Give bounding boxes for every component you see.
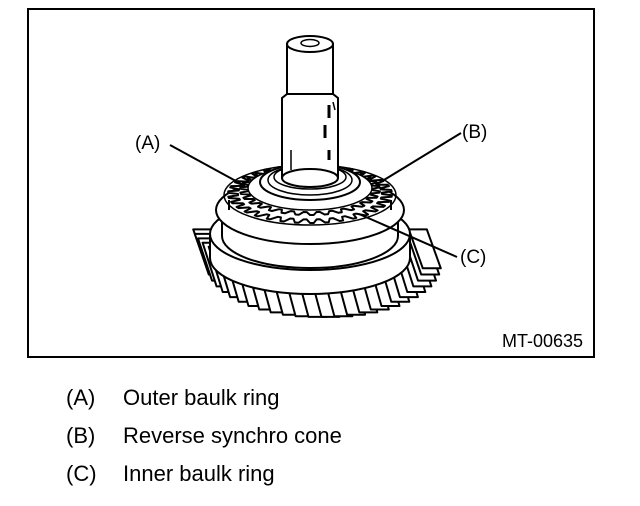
leader-lines [169, 132, 462, 258]
legend-label: Reverse synchro cone [123, 423, 342, 448]
figure-id: MT-00635 [501, 331, 583, 351]
main-shaft [281, 35, 339, 188]
diagram-figure: (A) (B) (C) MT-00635 [27, 8, 595, 358]
leader-line-a [169, 144, 246, 187]
callout-b: (B) [462, 122, 488, 143]
legend-label: Outer baulk ring [123, 385, 280, 410]
callout-a: (A) [135, 133, 161, 154]
leader-line-b [378, 132, 462, 184]
legend-label: Inner baulk ring [123, 461, 275, 486]
legend-key: (B) [66, 423, 96, 448]
gear-illustration [169, 35, 462, 318]
callout-c: (C) [460, 247, 487, 268]
legend-key: (A) [66, 385, 96, 410]
leader-line-c [358, 213, 458, 258]
legend-key: (C) [66, 461, 97, 486]
